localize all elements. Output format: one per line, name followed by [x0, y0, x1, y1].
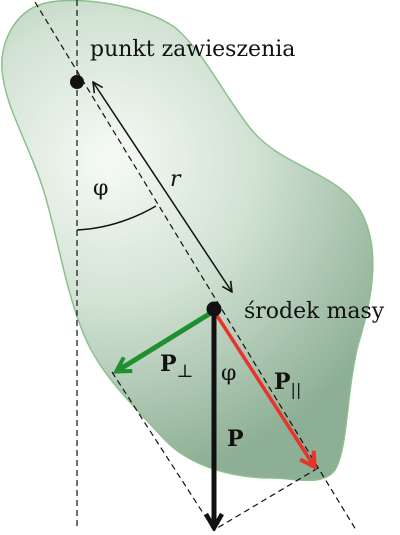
construction-dashed-line-bottom: [213, 467, 319, 531]
rigid-body-shape: [1, 0, 374, 482]
force-perpendicular-arrow: [117, 308, 216, 371]
distance-r-label: r: [170, 167, 182, 192]
angle-phi-top-label: φ: [93, 176, 108, 201]
force-parallel-arrow: [212, 310, 314, 466]
force-perpendicular-subscript: ⊥: [177, 361, 194, 382]
distance-r-double-arrow: [93, 82, 232, 292]
force-weight-label: P: [227, 426, 244, 452]
center-of-mass-label: środek masy: [244, 299, 385, 324]
force-parallel-subscript: ||: [291, 380, 302, 399]
force-perpendicular-label: P⊥: [160, 351, 193, 382]
suspension-point-label: punkt zawieszenia: [90, 37, 295, 62]
angle-phi-bottom-label: φ: [221, 361, 236, 386]
construction-dashed-line-left: [111, 371, 215, 531]
force-perpendicular-symbol: P: [160, 351, 177, 377]
pendulum-axis-dashed-line: [34, 1, 357, 531]
force-parallel-symbol: P: [274, 369, 291, 395]
angle-arc-top: [76, 205, 157, 231]
suspension-point-dot: [70, 75, 84, 89]
center-of-mass-dot: [206, 301, 222, 317]
force-parallel-label: P||: [274, 369, 301, 399]
